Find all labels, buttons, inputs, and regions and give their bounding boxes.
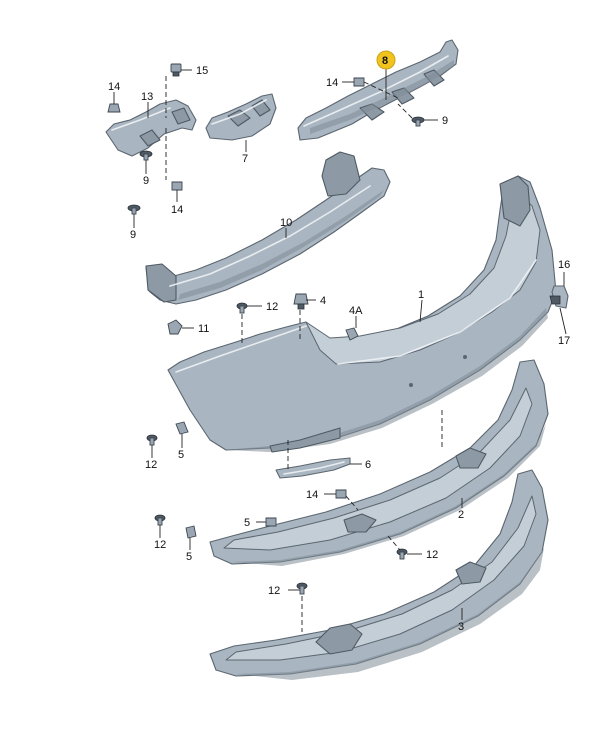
label-3: 3: [458, 621, 464, 633]
label-7: 7: [242, 153, 248, 165]
part-4-clip[interactable]: [293, 293, 309, 310]
part-1-bumper-cover[interactable]: [167, 175, 557, 453]
part-15-nut[interactable]: [170, 63, 182, 77]
part-7-side-bracket[interactable]: [205, 93, 277, 141]
part-5-clip-a[interactable]: [175, 421, 189, 435]
part-12-screw-d[interactable]: [396, 548, 408, 560]
label-5-b: 5: [186, 551, 192, 563]
label-6: 6: [365, 459, 371, 471]
label-5-a: 5: [178, 449, 184, 461]
label-4: 4: [320, 295, 326, 307]
label-14-d: 14: [306, 489, 318, 501]
part-12-screw-c[interactable]: [154, 514, 166, 526]
part-5-clip-b[interactable]: [185, 525, 197, 539]
label-2: 2: [458, 509, 464, 521]
label-14-b: 14: [171, 204, 183, 216]
label-13: 13: [141, 91, 153, 103]
label-14-c: 14: [326, 77, 338, 89]
label-9-a: 9: [143, 175, 149, 187]
part-6-trim-strip[interactable]: [275, 457, 351, 479]
part-10-reinforcement-beam[interactable]: [145, 151, 391, 305]
part-14-clip-a[interactable]: [107, 103, 121, 113]
label-15: 15: [196, 65, 208, 77]
label-17: 17: [558, 335, 570, 347]
label-10: 10: [280, 217, 292, 229]
label-12-e: 12: [268, 585, 280, 597]
label-12-a: 12: [266, 301, 278, 313]
leader-lines: [113, 64, 567, 632]
label-12-d: 12: [426, 549, 438, 561]
label-11: 11: [198, 323, 209, 335]
label-9-c: 9: [442, 115, 448, 127]
part-9-screw-c[interactable]: [411, 116, 425, 127]
part-13-corner-bracket[interactable]: [105, 99, 197, 157]
part-5-clip-c[interactable]: [265, 517, 277, 527]
part-8-guide-bracket[interactable]: [297, 39, 459, 141]
label-16: 16: [558, 259, 570, 271]
highlight-badge-8[interactable]: 8: [376, 50, 396, 70]
part-9-screw-b[interactable]: [127, 204, 141, 215]
part-labels: 15 14 13 9 14 9 7 14 8 9 10 12 4 11 4A 1…: [108, 50, 570, 633]
label-12-b: 12: [145, 459, 157, 471]
label-1: 1: [418, 289, 424, 301]
label-9-b: 9: [130, 229, 136, 241]
part-12-screw-a[interactable]: [236, 302, 248, 314]
label-12-c: 12: [154, 539, 166, 551]
part-14-clip-d[interactable]: [335, 489, 347, 499]
part-4a-clip[interactable]: [345, 327, 359, 341]
part-17-bracket-clip[interactable]: [549, 295, 561, 305]
part-3-lower-valance[interactable]: [209, 469, 549, 680]
part-12-screw-b[interactable]: [146, 434, 158, 446]
label-5-c: 5: [244, 517, 250, 529]
label-4a: 4A: [349, 305, 363, 317]
part-14-clip-c[interactable]: [353, 77, 365, 87]
part-14-clip-b[interactable]: [171, 181, 183, 191]
part-12-screw-e[interactable]: [296, 582, 308, 595]
label-14-a: 14: [108, 81, 120, 93]
part-11-nut[interactable]: [167, 319, 183, 335]
part-9-screw-a[interactable]: [139, 150, 153, 161]
label-8: 8: [382, 55, 388, 67]
